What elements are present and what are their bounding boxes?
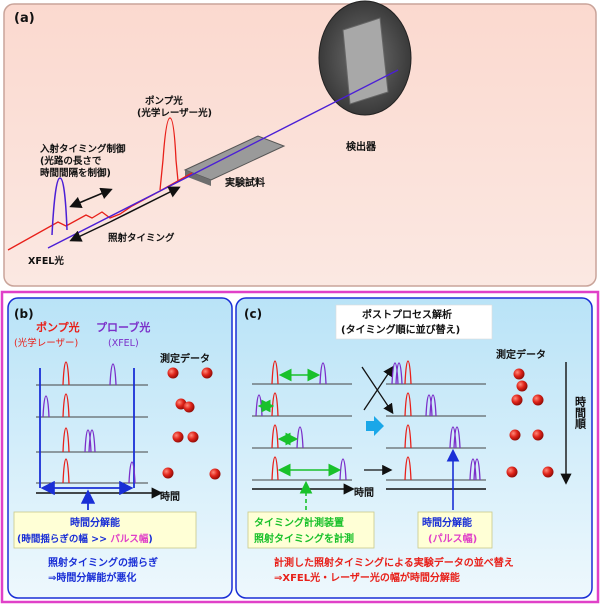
data-ball-c-3 [511,394,523,406]
pump-pulse-b-2 [62,393,70,418]
probe-pulse-c-right-3b [453,426,461,449]
probe-pulse-c-right-1a [391,362,399,385]
resolution-detail-b-main: (時間揺らぎの幅 >> [17,533,110,545]
pump-label-line2: (光学レーザー光) [137,107,212,119]
irradiation-label: 照射タイミング [108,232,175,244]
post-process-box [335,304,493,340]
resolution-title-c: 時間分解能 [422,516,472,529]
xfel-beam [47,69,399,249]
resolution-detail-b-close: ) [148,534,152,545]
pump-pulse-c-right-1 [404,360,412,385]
measured-label-c: 測定データ [496,348,546,361]
probe-pulse-b-3a [84,429,92,453]
reorder-big-arrow [366,416,384,436]
data-ball-b-6 [187,431,199,443]
post-process-line1: ポストプロセス解析 [362,308,452,321]
detector-screen [342,17,389,105]
panel-a-label: (a) [14,11,35,26]
note-b-line2: ⇒時間分解能が悪化 [48,571,136,584]
time-label-c: 時間 [354,486,374,499]
data-ball-c-1 [513,368,525,380]
sample-label: 実験試料 [225,176,265,189]
probe-pulse-c-right-2b [429,394,437,417]
pump-title: ポンプ光 [36,320,80,334]
timing-device-box [247,511,375,549]
time-order-label: 時間順 [574,395,587,430]
resolution-detail-b: (時間揺らぎの幅 >> パルス幅) [17,533,153,545]
probe-pulse-c-right-2a [425,394,433,417]
xfel-pulse-a [51,177,68,236]
panel-b-label: (b) [14,307,34,321]
data-ball-b-1 [167,367,179,379]
data-ball-b-5 [172,431,184,443]
data-ball-b-7 [162,467,174,479]
pump-pulse-c-left-1 [271,360,279,385]
data-ball-b-2 [201,367,213,379]
detector-label: 検出器 [346,140,377,153]
probe-pulse-b-2 [42,395,50,418]
data-ball-c-7 [506,466,518,478]
time-label-b: 時間 [160,490,180,503]
data-ball-c-2 [516,380,528,392]
note-c-line2: ⇒XFEL光・レーザー光の幅が時間分解能 [274,571,460,584]
pump-pulse-c-right-4 [404,456,412,481]
timing-device-line2: 照射タイミングを計測 [254,532,354,545]
panel-b: (b) ポンプ光 プローブ光 (光学レーザー) (XFEL) 測定データ [7,297,233,599]
lower-frame [0,290,600,604]
pump-pulse-b-1 [62,361,70,386]
reorder-arrow-2 [363,365,394,411]
pump-pulse-b-4 [62,458,70,484]
probe-pulse-c-right-4a [469,458,477,481]
panel-c-label: (c) [244,307,262,321]
data-ball-b-4 [183,401,195,413]
xfel-label: XFEL光 [28,255,64,267]
incident-label-line1: 入射タイミング制御 [39,143,126,155]
probe-pulse-c-right-4b [473,458,481,481]
resolution-box-c [417,511,493,549]
pump-pulse-c-right-2 [404,392,412,417]
panel-a: (a) 検出器 実験試料 ポンプ光 (光学レーザー光) 入射タイミング制御 (光… [3,0,597,287]
post-process-line2: (タイミング順に並び替え) [341,323,460,336]
pump-pulse-a [159,117,179,191]
probe-pulse-c-right-1b [395,362,403,385]
pump-pulse-c-left-3 [271,424,279,449]
pump-label-line1: ポンプ光 [145,95,183,107]
resolution-box-b [13,511,197,549]
pump-pulse-c-right-3 [404,424,412,449]
resolution-detail-c: (パルス幅) [428,532,477,545]
data-ball-b-8 [209,468,221,480]
panel-c: (c) ポストプロセス解析 (タイミング順に並び替え) 測定データ [235,297,593,599]
incident-label-line2: (光路の長さで [40,155,102,167]
data-ball-c-4 [532,394,544,406]
timing-device-line1: タイミング計測装置 [254,516,344,529]
probe-subtitle: (XFEL) [108,338,139,349]
probe-pulse-c-left-1 [319,362,327,385]
resolution-title-b: 時間分解能 [70,516,120,529]
probe-pulse-b-3b [88,429,96,453]
incident-arrow-right [85,187,113,201]
pump-pulse-c-left-4 [271,456,279,481]
data-ball-c-6 [532,429,544,441]
note-b-line1: 照射タイミングの揺らぎ [48,556,158,569]
probe-pulse-c-right-3a [449,426,457,449]
note-c-line1: 計測した照射タイミングによる実験データの並べ替え [274,556,514,569]
resolution-detail-b-pulse: パルス幅 [110,533,149,545]
data-ball-c-5 [509,429,521,441]
panel-a-background [3,3,597,287]
irradiation-arrow-right [109,186,181,223]
incident-label-line3: 時間間隔を制御) [40,167,111,179]
measured-label-b: 測定データ [160,352,210,365]
probe-title: プローブ光 [96,320,150,334]
data-ball-c-8 [542,466,554,478]
incident-arrow-left [69,196,87,208]
irradiation-arrow-left [69,221,111,242]
pump-subtitle: (光学レーザー) [14,337,78,349]
probe-pulse-b-1 [109,363,117,386]
pump-pulse-b-3 [62,427,70,453]
probe-pulse-b-4 [128,461,136,484]
